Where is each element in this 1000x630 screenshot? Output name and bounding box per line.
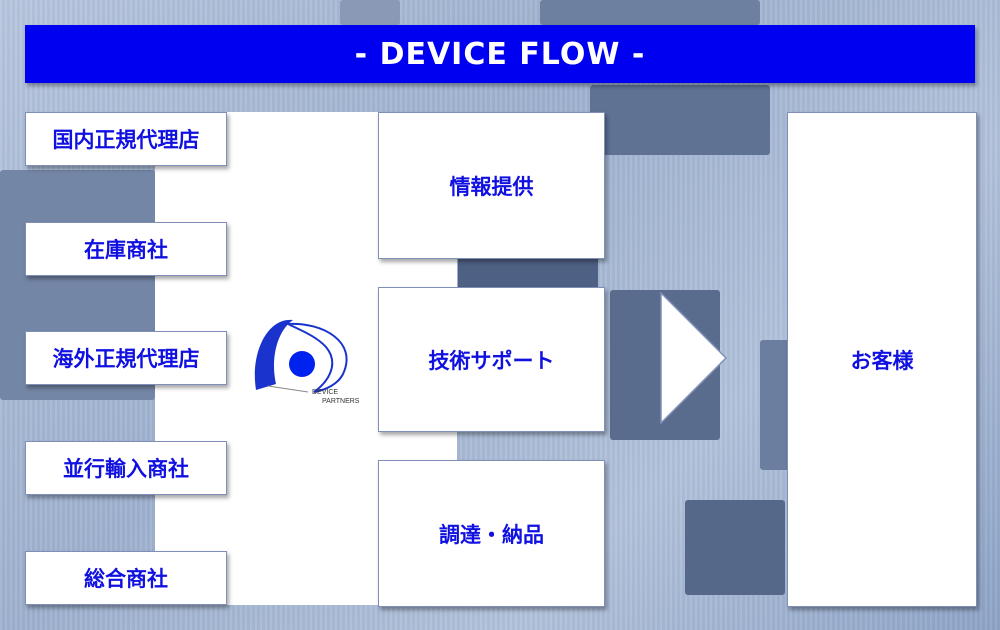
- source-box-general-trader: 総合商社: [25, 551, 227, 605]
- logo-text: DEVICE PARTNERS: [312, 388, 359, 406]
- source-label: 並行輸入商社: [63, 457, 189, 481]
- source-label: 国内正規代理店: [52, 128, 200, 152]
- service-box-tech-support: 技術サポート: [378, 287, 605, 432]
- service-label: 技術サポート: [428, 348, 555, 373]
- source-box-stock-trader: 在庫商社: [25, 222, 227, 276]
- source-box-domestic-distributor: 国内正規代理店: [25, 112, 227, 166]
- service-box-procurement: 調達・納品: [378, 460, 605, 607]
- logo-line-2: PARTNERS: [322, 398, 360, 405]
- source-box-parallel-importer: 並行輸入商社: [25, 441, 227, 495]
- source-label: 総合商社: [84, 567, 168, 591]
- title-bar: - DEVICE FLOW -: [25, 25, 975, 83]
- device-partners-logo: [254, 319, 348, 393]
- arrow-right-icon: [660, 292, 728, 424]
- page-title: - DEVICE FLOW -: [354, 36, 646, 72]
- service-box-information: 情報提供: [378, 112, 605, 259]
- customer-box: お客様: [787, 112, 977, 607]
- source-box-overseas-distributor: 海外正規代理店: [25, 331, 227, 385]
- source-label: 在庫商社: [84, 238, 168, 262]
- source-label: 海外正規代理店: [52, 347, 200, 371]
- customer-label: お客様: [850, 348, 914, 373]
- service-label: 情報提供: [449, 174, 534, 199]
- service-label: 調達・納品: [439, 522, 544, 547]
- logo-line-1: DEVICE: [312, 389, 339, 396]
